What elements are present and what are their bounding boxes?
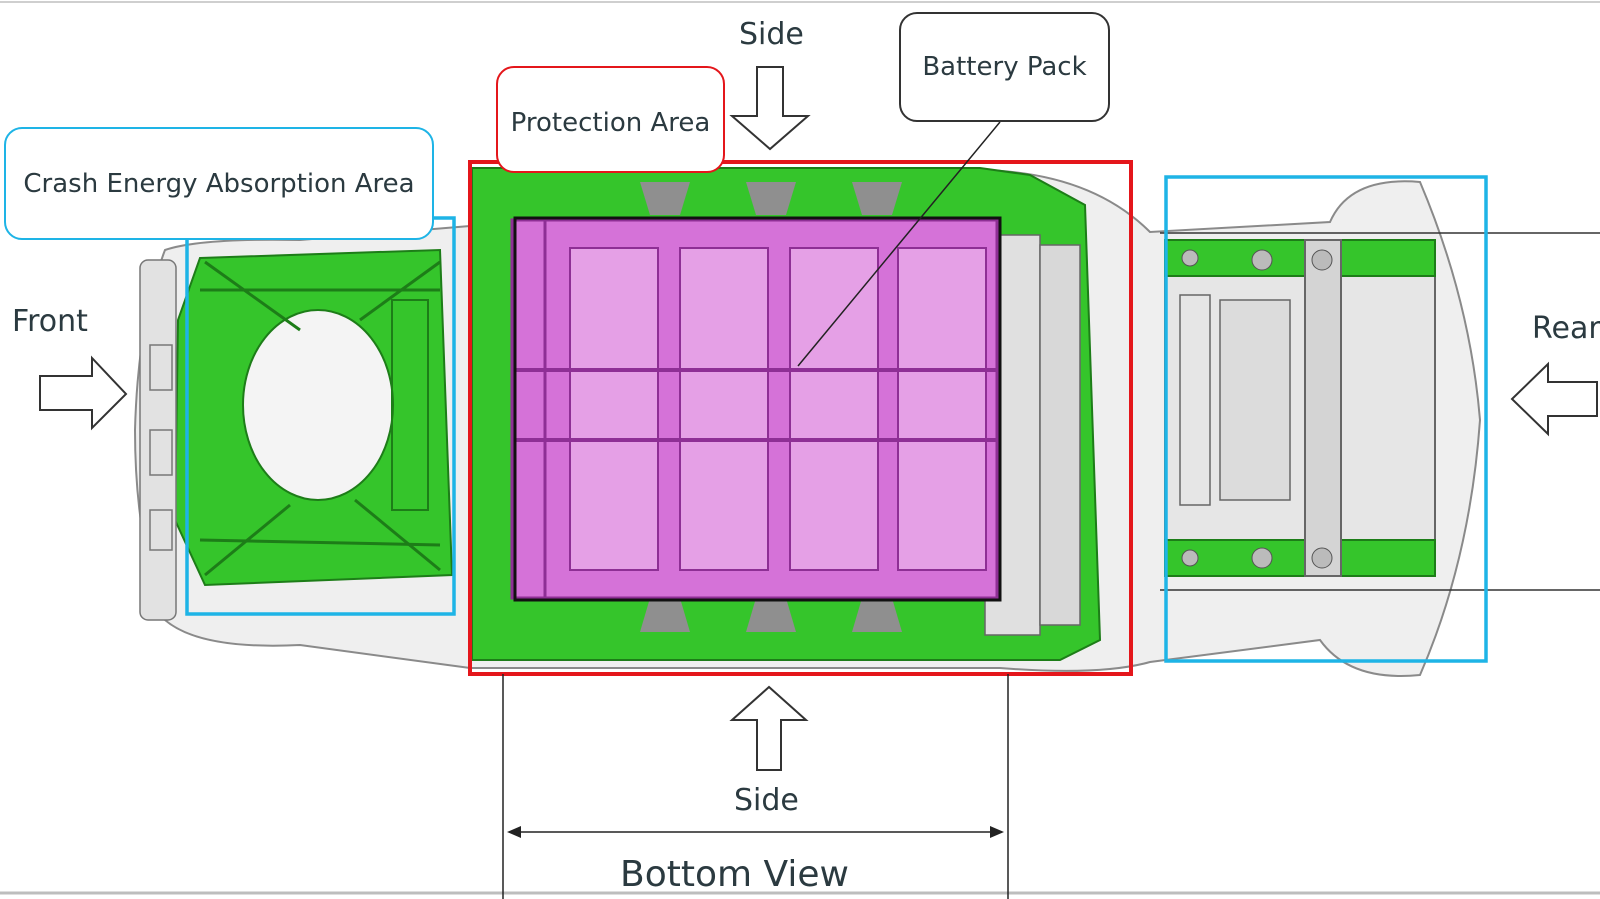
battery-pack-outline (513, 216, 1002, 602)
battery-pack-label: Battery Pack (922, 52, 1087, 82)
side-top-arrow (729, 66, 811, 151)
side-top-label: Side (739, 17, 804, 52)
battery-pack-leader-line (797, 121, 1001, 367)
dimension-arrowhead-right (990, 826, 1004, 838)
battery-pack-callout: Battery Pack (899, 12, 1110, 122)
front-subframe (173, 248, 454, 587)
protection-area-frame (468, 160, 1133, 676)
rear-subframe (1164, 239, 1436, 577)
side-bottom-arrow (729, 685, 809, 771)
front-bumper (139, 259, 177, 621)
front-arrow (39, 355, 128, 431)
crash-energy-callout: Crash Energy Absorption Area (4, 127, 434, 240)
crash-energy-label: Crash Energy Absorption Area (23, 168, 415, 199)
battery-pack-body (510, 218, 999, 600)
protection-area-label: Protection Area (510, 108, 711, 138)
bottom-view-label: Bottom View (620, 854, 849, 895)
dimension-arrowhead-left (507, 826, 521, 838)
crash-area-frame-rear (1164, 175, 1488, 663)
front-label: Front (12, 304, 88, 339)
rear-arrow (1510, 361, 1598, 437)
side-bottom-label: Side (734, 783, 799, 818)
rear-label: Rear (1532, 311, 1600, 346)
protection-area-callout: Protection Area (496, 66, 725, 173)
